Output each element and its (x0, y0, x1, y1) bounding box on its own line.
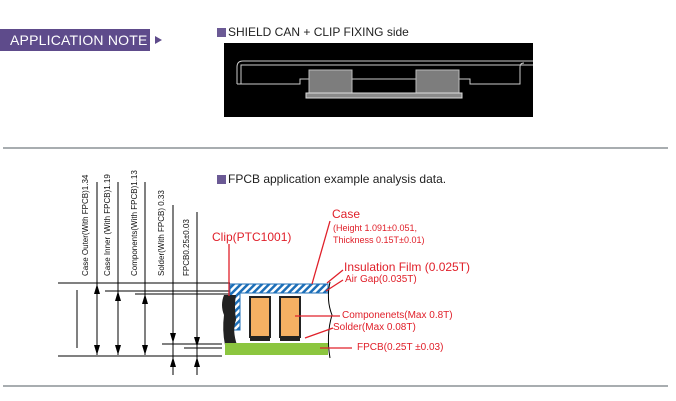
component-block-1 (308, 69, 353, 95)
fpcb-board (225, 343, 328, 355)
break-line (327, 281, 333, 359)
component-1 (249, 296, 271, 338)
solder-2 (280, 337, 300, 341)
dimension-arrows (94, 284, 200, 367)
dimension-label-case-inner: Case Inner (With FPCB)1.19 (103, 174, 112, 276)
callout-clip: Clip(PTC1001) (212, 230, 292, 244)
component-2 (279, 296, 301, 338)
diagram-background (224, 43, 533, 117)
callout-case-thickness: Thickness 0.15T±0.01) (333, 235, 425, 245)
callout-insulation-film: Insulation Film (0.025T) (344, 260, 471, 274)
tag-arrow-icon (155, 36, 162, 44)
section-heading-text: FPCB application example analysis data. (228, 172, 447, 186)
callout-solder: Solder(Max 0.08T) (333, 322, 416, 333)
bullet-square-icon (217, 28, 226, 37)
section-divider-bottom (3, 385, 668, 387)
pcb-outline (241, 62, 525, 85)
dimension-label-fpcb: FPCB0.25±0.03 (182, 219, 191, 276)
bullet-square-icon (217, 175, 226, 184)
callout-case-height: (Height 1.091±0.051, (333, 223, 417, 233)
clip-shape (222, 295, 237, 345)
substrate-strip (305, 92, 463, 99)
callout-leaders (228, 220, 352, 349)
callout-components: Componenets(Max 0.8T) (342, 310, 453, 321)
shield-outer-outline (236, 60, 533, 84)
callout-fpcb: FPCB(0.25T ±0.03) (357, 342, 444, 353)
dimension-label-solder: Solder(With FPCB) 0.33 (157, 190, 166, 276)
shield-inner-outline (240, 64, 533, 84)
application-note-tag: APPLICATION NOTE (0, 29, 150, 51)
dimension-lines (58, 182, 230, 375)
dimension-label-components: Components(With FPCB)1.13 (130, 170, 139, 276)
solder-1 (250, 337, 270, 341)
callout-case: Case (332, 207, 361, 221)
section-heading-fpcb: FPCB application example analysis data. (217, 172, 446, 186)
callout-air-gap: Air Gap(0.035T) (345, 274, 417, 285)
dimension-label-case-outer: Case Outer(With FPCB)1.34 (81, 174, 90, 276)
section-divider (3, 147, 668, 149)
section-heading-text: SHIELD CAN + CLIP FIXING side (228, 25, 409, 39)
section-heading-shield-can: SHIELD CAN + CLIP FIXING side (217, 25, 409, 39)
